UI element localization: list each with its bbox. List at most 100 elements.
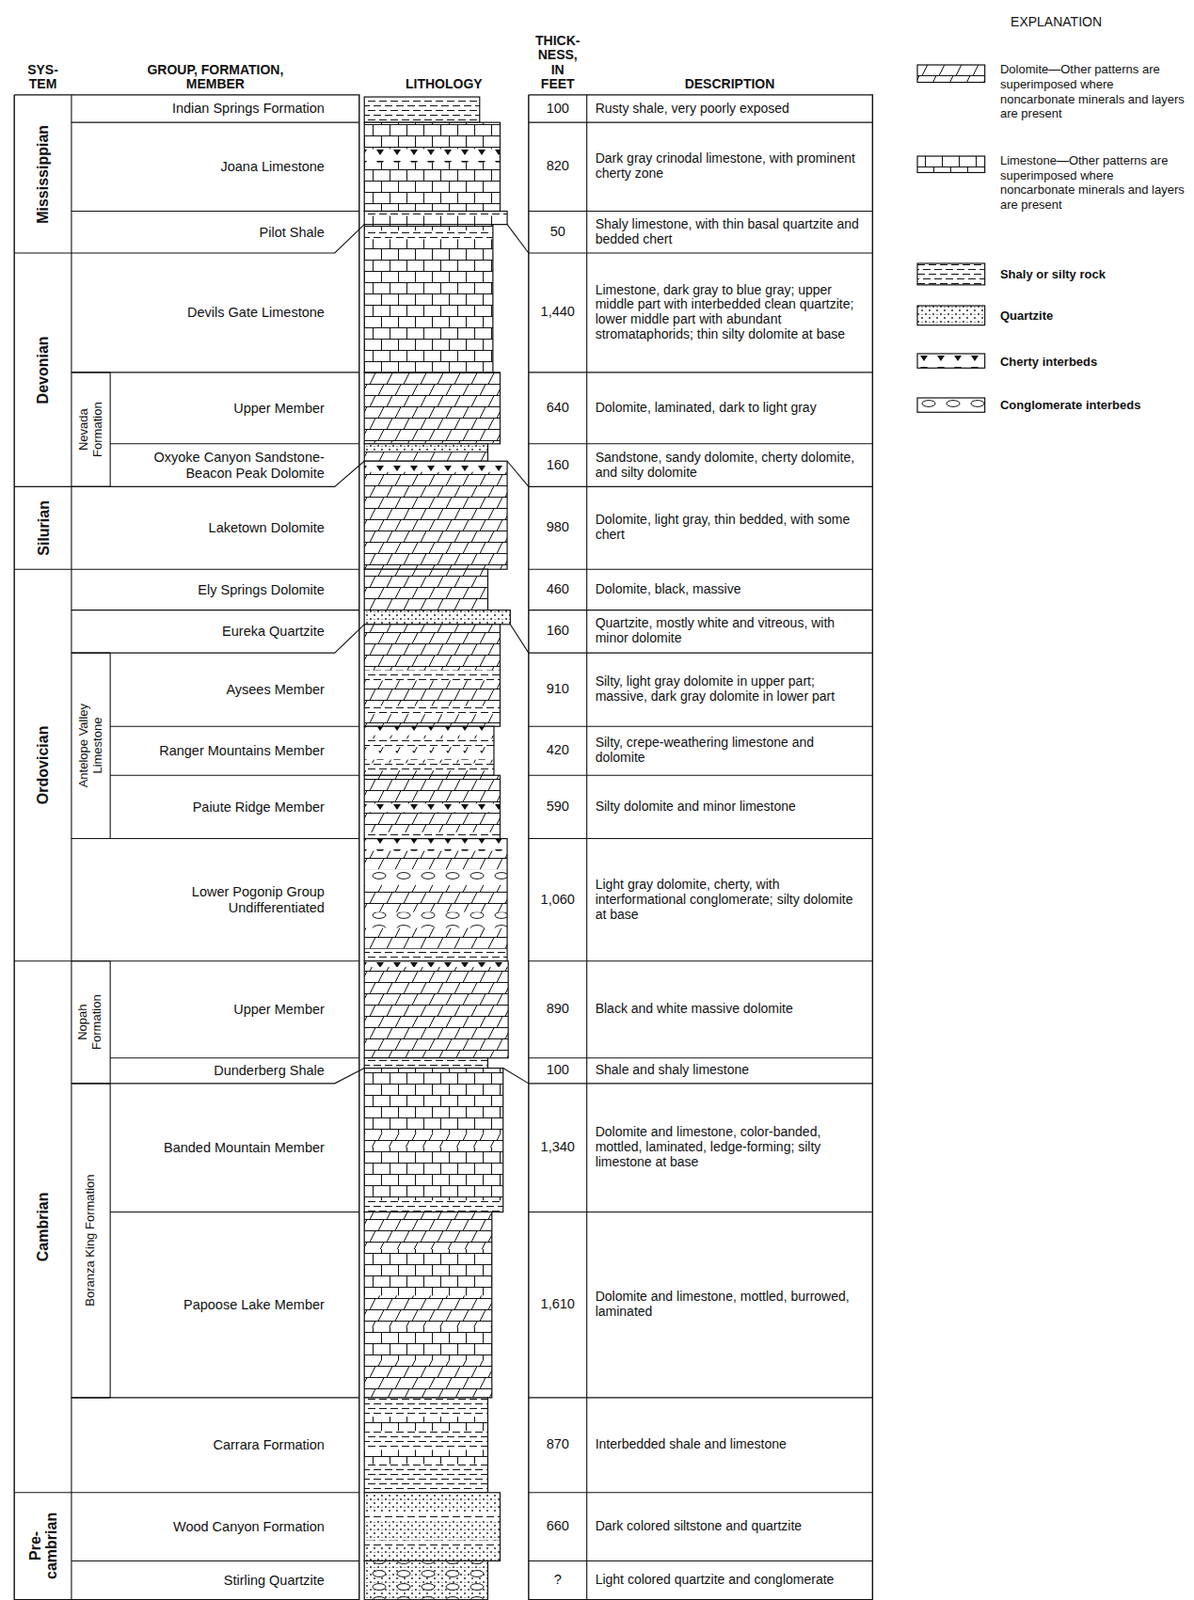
band-pattern [364,706,500,716]
band-ground [364,461,508,472]
rotated-holder: Mississippian [14,95,72,254]
thickness-value-cell: 640 [528,372,588,445]
swatch-pattern [917,398,986,413]
formation-name-cell: Aysees Member [110,652,360,727]
table-rule [71,1492,360,1494]
swatch-pattern [917,156,986,173]
legend-text-holder: Conglomerate interbeds [1000,395,1189,416]
table-rule [586,95,588,1600]
column-header: SYS- TEM [14,63,72,93]
swatch-pattern [917,263,986,286]
unit-pattern [364,372,500,445]
description-text: Dolomite, light gray, thin bedded, with … [595,512,868,543]
unit-ground [364,1058,488,1069]
table-rule [110,1083,112,1399]
table-rule [110,372,112,487]
band-pattern [364,1295,493,1328]
table-rule [528,486,874,488]
formation-name: Upper Member [233,1002,325,1018]
legend-entry: Dolomite—Other patterns are superimposed… [916,62,1189,87]
description-text: Silty, crepe-weathering limestone and do… [595,735,868,766]
thickness-value-cell: 870 [528,1398,588,1494]
description-text: Black and white massive dolomite [595,1002,794,1018]
lithology-unit [364,211,508,225]
table-rule [528,252,874,254]
formation-name: Eureka Quartzite [222,623,325,639]
lithology-unit [364,1068,504,1213]
formation-name-cell: Lower Pogonip Group Undifferentiated [71,839,360,962]
thickness-value: 1,440 [541,304,575,320]
formation-name-cell: Ely Springs Dolomite [71,569,360,610]
thickness-value-cell: 160 [528,610,588,654]
table-rule [528,609,874,611]
thickness-value: 640 [546,400,570,416]
thickness-value-cell: 660 [528,1493,588,1562]
band-pattern [364,832,500,840]
swatch-ground [917,398,986,413]
rotated-holder: Antelope Valley Limestone [71,652,111,839]
table-rule [509,624,529,653]
band-ground [364,230,494,239]
rotated-holder: Silurian [14,486,72,570]
thickness-value: 910 [546,682,570,698]
thickness-value-cell: 980 [528,486,588,570]
formation-name: Indian Springs Formation [172,100,325,116]
formation-name-cell: Paiute Ridge Member [110,775,360,839]
legend-text: Limestone—Other patterns are superimpose… [1000,153,1189,212]
band-ground [364,1295,493,1328]
unit-pattern [364,569,488,610]
table-rule [71,1082,111,1084]
thickness-value-cell: 100 [528,1058,588,1084]
band-ground [364,148,500,162]
unit-outline [364,122,500,211]
band-ground [364,1513,500,1521]
formation-name-cell: Eureka Quartzite [71,610,360,654]
formation-name: Paiute Ridge Member [192,799,325,815]
table-rule [507,224,529,254]
band-pattern [364,148,500,162]
table-rule [14,1492,72,1494]
rotated-holder: Nevada Formation [71,372,111,487]
unit-outline [364,224,494,373]
formation-name-cell: Wood Canyon Formation [71,1493,360,1562]
formation-name-cell: Dunderberg Shale [110,1058,360,1084]
lithology-unit [364,961,509,1059]
unit-outline [364,1212,493,1399]
legend-text-holder: Quartzite [1000,302,1189,330]
band-ground [364,726,494,735]
lithology-unit [364,1058,488,1069]
formation-name-cell: Laketown Dolomite [71,486,360,570]
band-pattern [364,961,509,968]
column-header-cell: SYS- TEM [14,31,72,93]
column-header-cell: DESCRIPTION [587,31,874,93]
description-text: Dark colored siltstone and quartzite [595,1519,802,1535]
thickness-value-cell: 50 [528,211,588,254]
unit-ground [364,624,500,727]
legend-swatch [916,397,988,414]
formation-name: Ranger Mountains Member [159,743,325,759]
band-ground [364,961,509,968]
swatch-pattern [917,64,986,83]
unit-pattern [364,211,508,225]
legend-entry: Conglomerate interbeds [916,395,1189,416]
thickness-value-cell: 890 [528,961,588,1059]
thickness-value: 420 [546,743,570,759]
band-pattern [364,230,494,239]
swatch-pattern [917,353,986,368]
table-grid [14,95,873,1600]
formation-name-cell: Oxyoke Canyon Sandstone- Beacon Peak Dol… [110,444,360,488]
thickness-value: 660 [546,1519,570,1535]
legend-text: Cherty interbeds [1000,354,1098,370]
column-header: LITHOLOGY [405,77,483,92]
lithology-unit [364,624,500,727]
legend-text: Conglomerate interbeds [1000,398,1142,414]
unit-ground [364,961,509,1059]
legend-text: Dolomite—Other patterns are superimposed… [1000,62,1189,121]
unit-outline [364,372,500,445]
table-rule [503,1068,529,1084]
table-rule [14,252,72,254]
formation-name: Devils Gate Limestone [187,304,325,320]
description-text-cell: Light colored quartzite and conglomerate [587,1560,874,1600]
table-rule [528,569,874,571]
unit-pattern [364,1398,488,1494]
